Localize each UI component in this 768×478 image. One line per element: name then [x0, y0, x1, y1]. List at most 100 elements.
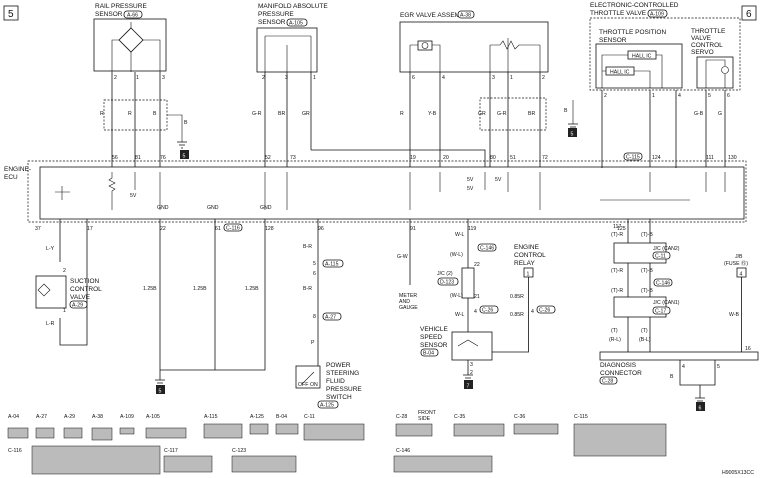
- svg-text:1: 1: [527, 272, 530, 278]
- ground-marker-5b: [568, 128, 577, 137]
- ecu-5v-3: 5V: [467, 186, 474, 192]
- servo-name4: SERVO: [691, 49, 714, 56]
- c146-ref: C-146: [480, 246, 494, 252]
- suction-wire-ly: L-Y: [46, 246, 55, 252]
- jc-can1-ref: C-17: [655, 309, 666, 315]
- svg-text:C-117: C-117: [164, 448, 178, 454]
- tps-pin-1: 1: [652, 93, 655, 99]
- ecu-gnd-3: GND: [260, 205, 272, 211]
- rail-pin-3: 3: [162, 75, 165, 81]
- suction-name1: SUCTION: [70, 278, 100, 285]
- svg-text:51: 51: [510, 155, 516, 161]
- egr-wire-2: Y-B: [428, 111, 437, 117]
- svg-text:0.85R: 0.85R: [510, 312, 524, 318]
- map-5v-bus: [311, 149, 486, 168]
- servo-wire-1: G-B: [694, 111, 704, 117]
- svg-text:119: 119: [468, 226, 476, 232]
- map-pin-1: 1: [313, 75, 316, 81]
- svg-text:125: 125: [617, 226, 626, 232]
- diag-name2: CONNECTOR: [600, 370, 642, 377]
- servo-name1: THROTTLE: [691, 28, 726, 35]
- servo-name2: VALVE: [691, 35, 712, 42]
- figure-code: H9005X13CC: [722, 470, 754, 476]
- egr-pin-2: 2: [542, 75, 545, 81]
- svg-text:B-04: B-04: [276, 414, 287, 420]
- egr-wire-4: G-R: [497, 111, 507, 117]
- ecu-name1: ENGINE-: [4, 166, 31, 173]
- jc2-box: [461, 267, 475, 299]
- diag-connector-bar: [599, 351, 759, 361]
- svg-text:5: 5: [159, 389, 162, 395]
- svg-text:A-105: A-105: [146, 414, 160, 420]
- vss-name1: VEHICLE: [420, 326, 448, 333]
- a27-ref: A-27: [325, 315, 336, 321]
- svg-text:5: 5: [313, 261, 316, 267]
- ecu-outer: [27, 160, 747, 223]
- ecr-wire: [492, 277, 529, 353]
- svg-text:56: 56: [112, 155, 118, 161]
- servo-name3: CONTROL: [691, 42, 723, 49]
- svg-text:C-36: C-36: [514, 414, 525, 420]
- svg-text:W-L: W-L: [455, 232, 465, 238]
- rail-pin-2: 2: [114, 75, 117, 81]
- svg-text:16: 16: [745, 346, 751, 352]
- svg-text:SIDE: SIDE: [418, 416, 431, 422]
- svg-text:(T)-B: (T)-B: [641, 288, 653, 294]
- tps-name2: SENSOR: [599, 37, 627, 44]
- svg-text:(W-L): (W-L): [450, 252, 463, 258]
- tps-pin-4: 4: [678, 93, 681, 99]
- a115-ref: A-115: [325, 262, 339, 268]
- svg-text:B-R: B-R: [303, 286, 312, 292]
- page-marker-left: 5: [8, 9, 14, 20]
- svg-text:C-116: C-116: [8, 448, 22, 454]
- svg-text:5: 5: [571, 132, 574, 138]
- servo-box: [696, 56, 734, 89]
- hall-ic-2-label: HALL IC: [610, 70, 630, 76]
- svg-text:B: B: [670, 374, 674, 380]
- etc-ref-badge: [647, 9, 668, 18]
- map-sensor-name2: PRESSURE: [258, 11, 294, 18]
- map-wire-3: GR: [302, 111, 310, 117]
- tps-box: [595, 43, 683, 89]
- suction-wires: [59, 219, 88, 346]
- c26-ref: C-26: [482, 308, 493, 314]
- svg-text:(T)-B: (T)-B: [641, 232, 653, 238]
- diag-ref: C-28: [602, 379, 613, 385]
- page-marker-right-box: [741, 5, 757, 21]
- psf-on: ON: [310, 382, 318, 388]
- psf-name1: POWER: [326, 362, 351, 369]
- svg-text:52: 52: [265, 155, 271, 161]
- map-sensor-ref-badge: [286, 18, 308, 27]
- svg-text:130: 130: [728, 155, 737, 161]
- svg-text:4: 4: [474, 309, 477, 315]
- svg-text:(B-L): (B-L): [639, 337, 651, 343]
- svg-text:19: 19: [410, 155, 416, 161]
- page-marker-right: 6: [746, 9, 752, 20]
- svg-text:C-123: C-123: [232, 448, 246, 454]
- map-wire-2: BR: [278, 111, 285, 117]
- ecu-5v-1: 5V: [130, 193, 137, 199]
- svg-text:C-115: C-115: [574, 414, 588, 420]
- ground-marker-5c: [156, 385, 165, 394]
- svg-text:4: 4: [531, 309, 534, 315]
- svg-text:W-B: W-B: [729, 312, 740, 318]
- etc-ref: A-109: [650, 12, 664, 18]
- psf-name2: STEERING: [326, 370, 359, 377]
- rail-sensor-name1: RAIL PRESSURE: [95, 3, 147, 10]
- map-wire-1: G-R: [252, 111, 262, 117]
- svg-text:P: P: [311, 340, 315, 346]
- etc-name2: THROTTLE VALVE: [590, 10, 647, 17]
- can-wires: [627, 219, 651, 352]
- svg-text:96: 96: [318, 226, 324, 232]
- svg-text:72: 72: [542, 155, 548, 161]
- ecu-ref-top-badge: [623, 152, 643, 161]
- jc-can2-label: J/C (CAN2): [653, 246, 680, 252]
- vss-name2: SPEED: [420, 334, 442, 341]
- jb-label2: (FUSE ⑮): [724, 259, 748, 267]
- suction-valve-icon: [37, 283, 51, 297]
- ground-wire-2: 1.25B: [193, 286, 207, 292]
- etc-box: [589, 17, 741, 91]
- ecr-name1: ENGINE: [514, 244, 540, 251]
- svg-text:(W-L): (W-L): [450, 293, 463, 299]
- jb-label1: J/B: [735, 254, 743, 260]
